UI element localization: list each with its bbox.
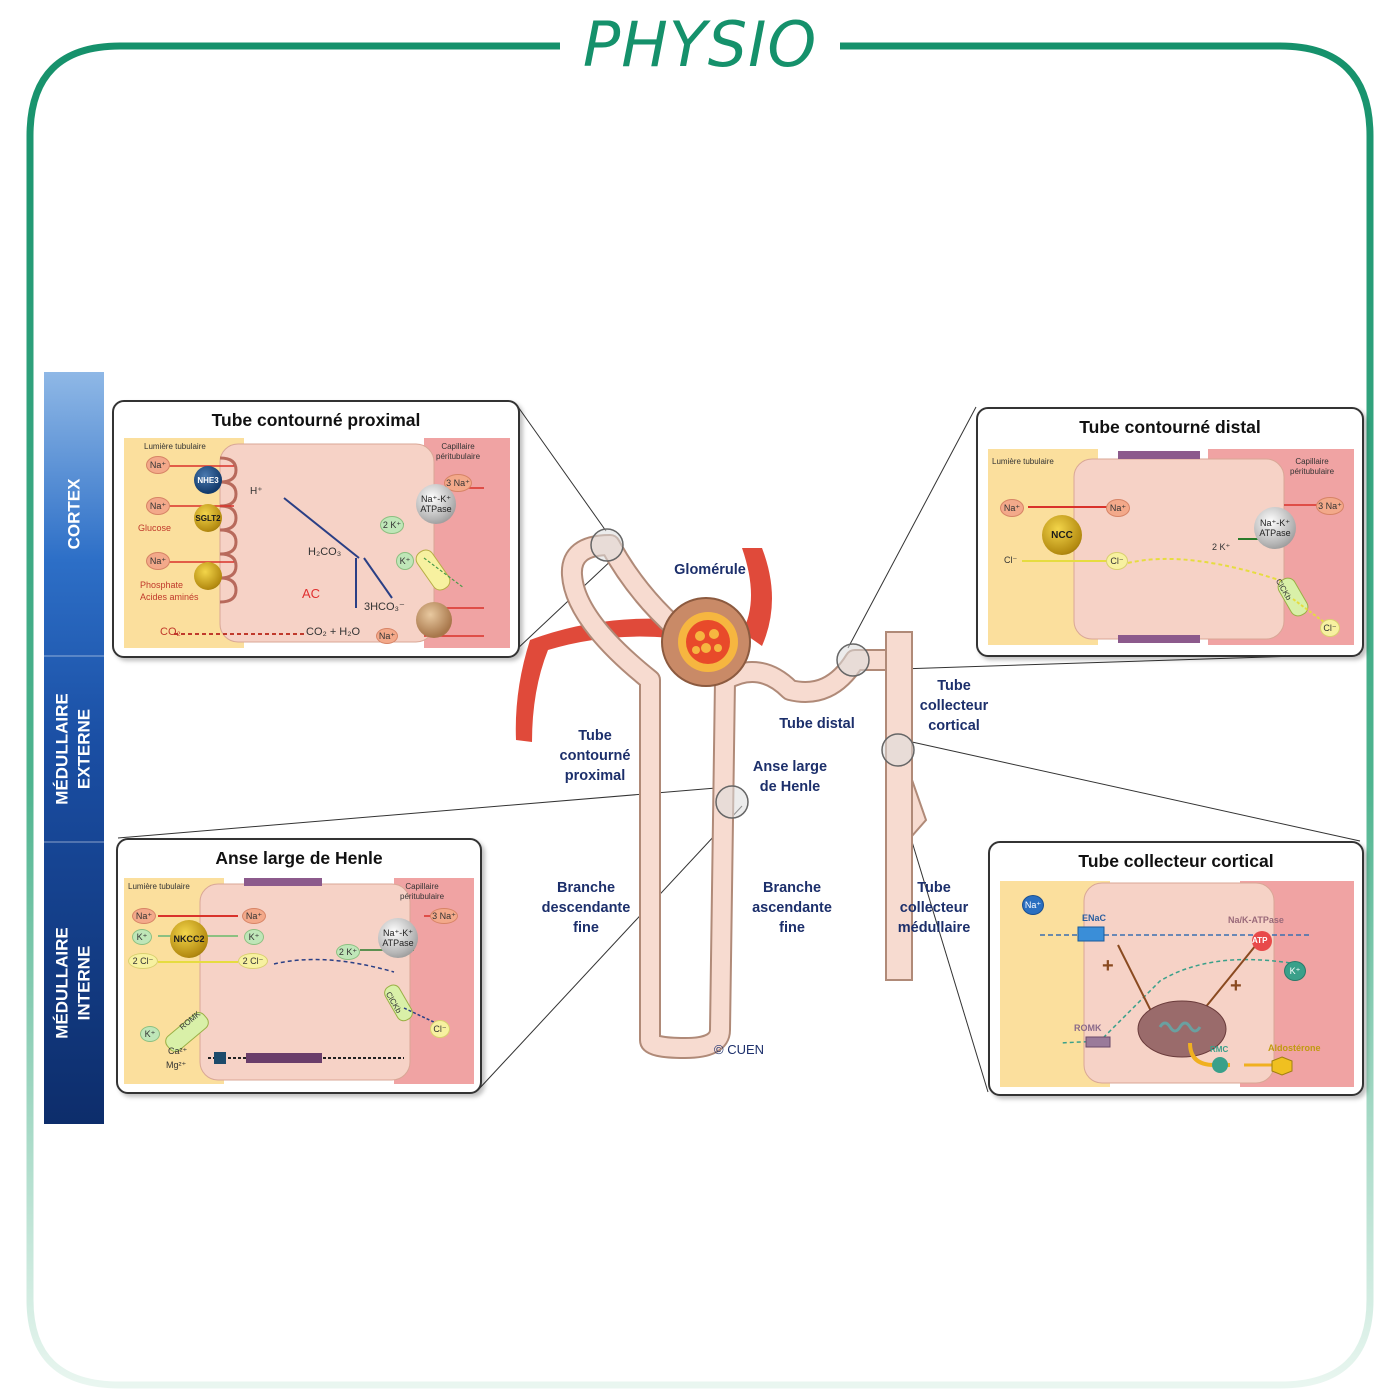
label-tube-distal: Tube distal bbox=[779, 716, 855, 732]
panel-collecteur-title: Tube collecteur cortical bbox=[1078, 851, 1274, 871]
zone-cortex: CORTEX bbox=[44, 372, 104, 656]
proximal-3na-ion: 3 Na⁺ bbox=[444, 474, 472, 492]
distal-cl-lumen: Cl⁻ bbox=[1004, 555, 1018, 565]
proximal-na-ion-3: Na⁺ bbox=[146, 552, 170, 570]
proximal-acides-label: Acides aminés bbox=[140, 592, 199, 602]
collecteur-plus-left: + bbox=[1102, 955, 1114, 977]
distal-3na-ion: 3 Na⁺ bbox=[1316, 497, 1344, 515]
proximal-sglt2-transporter: SGLT2 bbox=[194, 504, 222, 532]
panel-proximal: Tube contourné proximal Lumière tubulair… bbox=[112, 400, 520, 658]
proximal-phosphate-label: Phosphate bbox=[140, 580, 184, 590]
label-glomerule: Glomérule bbox=[674, 562, 746, 578]
henle-na-ion-cell: Na⁺ bbox=[242, 908, 266, 924]
collecteur-enac-label: ENaC bbox=[1082, 913, 1107, 923]
proximal-2k-ion: 2 K⁺ bbox=[380, 516, 404, 534]
henle-k-ion-secreted: K⁺ bbox=[140, 1026, 160, 1042]
henle-2k-ion: 2 K⁺ bbox=[336, 944, 360, 960]
proximal-hco3-transporter bbox=[416, 602, 452, 638]
proximal-ac-label: AC bbox=[302, 586, 321, 601]
copyright: © CUEN bbox=[714, 1042, 765, 1057]
proximal-lumiere-label: Lumière tubulaire bbox=[144, 442, 206, 451]
panel-henle: Anse large de Henle Lumière tubulaire Ca… bbox=[116, 838, 482, 1094]
collecteur-aldosterone-label: Aldostérone bbox=[1268, 1043, 1321, 1053]
proximal-nhe3-transporter: NHE3 bbox=[194, 466, 222, 494]
proximal-h2co3-label: H₂CO₃ bbox=[308, 546, 342, 558]
panel-proximal-drawing bbox=[124, 438, 510, 648]
proximal-na-ion-1: Na⁺ bbox=[146, 456, 170, 474]
henle-k-ion-cell: K⁺ bbox=[244, 929, 264, 945]
collecteur-romk-label: ROMK bbox=[1074, 1023, 1102, 1033]
panel-henle-title: Anse large de Henle bbox=[215, 848, 383, 868]
henle-2cl-cell: 2 Cl⁻ bbox=[238, 953, 268, 969]
proximal-co2-h2o-label: CO₂ + H₂O bbox=[306, 626, 361, 638]
collecteur-na-ion: Na⁺ bbox=[1022, 895, 1044, 915]
proximal-glucose-label: Glucose bbox=[138, 523, 172, 533]
distal-ncc-transporter: NCC bbox=[1042, 515, 1082, 555]
distal-atpase-pump: Na⁺-K⁺ATPase bbox=[1254, 507, 1296, 549]
panel-distal-drawing bbox=[988, 449, 1354, 645]
distal-cl-capillary: Cl⁻ bbox=[1320, 619, 1340, 637]
henle-cl-capillary: Cl⁻ bbox=[430, 1020, 450, 1038]
henle-ca-label: Ca²⁺ bbox=[168, 1046, 188, 1056]
henle-k-ion-lumen: K⁺ bbox=[132, 929, 152, 945]
distal-na-ion-lumen: Na⁺ bbox=[1000, 499, 1024, 517]
proximal-na-ion-4: Na⁺ bbox=[376, 628, 398, 644]
henle-na-ion-lumen: Na⁺ bbox=[132, 908, 156, 924]
collecteur-k-ion: K⁺ bbox=[1284, 961, 1306, 981]
proximal-k-ion: K⁺ bbox=[396, 552, 414, 570]
proximal-na-ion-2: Na⁺ bbox=[146, 497, 170, 515]
henle-nkcc2-transporter: NKCC2 bbox=[170, 920, 208, 958]
panel-proximal-title: Tube contourné proximal bbox=[211, 410, 421, 430]
proximal-atpase-pump: Na⁺-K⁺ATPase bbox=[416, 484, 456, 524]
distal-na-ion-cell: Na⁺ bbox=[1106, 499, 1130, 517]
distal-lumiere-label: Lumière tubulaire bbox=[992, 457, 1054, 466]
collecteur-atp-label: ATP bbox=[1252, 936, 1268, 945]
proximal-h-plus-label: H⁺ bbox=[250, 486, 263, 497]
collecteur-rmc-label: RMC bbox=[1210, 1045, 1229, 1054]
panel-distal: Tube contourné distal Lumière tubulaire … bbox=[976, 407, 1364, 657]
collecteur-plus-right: + bbox=[1230, 975, 1242, 997]
proximal-hco3-label: 3HCO₃⁻ bbox=[364, 601, 405, 613]
henle-3na-ion: 3 Na⁺ bbox=[430, 908, 458, 924]
henle-atpase-pump: Na⁺-K⁺ATPase bbox=[378, 918, 418, 958]
panel-collecteur: Tube collecteur cortical Na⁺ ENaC Na/K-A… bbox=[988, 841, 1364, 1096]
panel-distal-title: Tube contourné distal bbox=[1079, 417, 1261, 437]
page-title: PHYSIO bbox=[582, 8, 818, 81]
henle-lumiere-label: Lumière tubulaire bbox=[128, 882, 190, 891]
panel-collecteur-drawing bbox=[1000, 881, 1354, 1087]
collecteur-pump-label: Na/K-ATPase bbox=[1228, 915, 1284, 925]
henle-mg-label: Mg²⁺ bbox=[166, 1060, 187, 1070]
proximal-phosphate-transporter bbox=[194, 562, 222, 590]
proximal-co2-lumen-label: CO₂ bbox=[160, 626, 181, 638]
distal-cl-cell: Cl⁻ bbox=[1106, 552, 1128, 570]
distal-2k-label: 2 K⁺ bbox=[1212, 542, 1231, 552]
zone-cortex-label: CORTEX bbox=[64, 478, 83, 550]
henle-2cl-lumen: 2 Cl⁻ bbox=[128, 953, 158, 969]
